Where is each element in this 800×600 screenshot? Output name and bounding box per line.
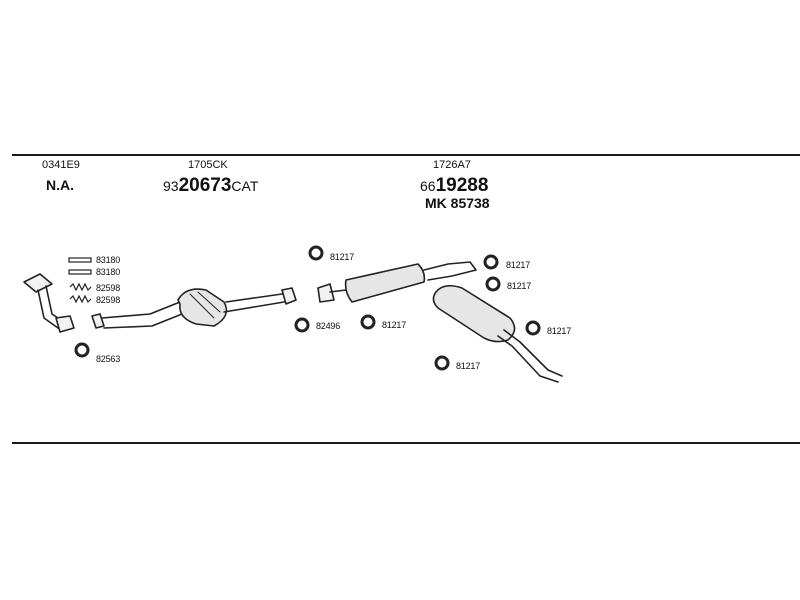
gasket-front-icon bbox=[74, 342, 90, 358]
bolt-label-1: 83180 bbox=[96, 255, 121, 265]
front-pipe-ref: 0341E9 bbox=[42, 159, 80, 171]
rear-silencer bbox=[432, 284, 563, 383]
rear-silencer-ref: 1726A7 bbox=[433, 159, 471, 171]
mounting-kit-code: MK 85738 bbox=[425, 195, 490, 211]
spring-label-1: 82598 bbox=[96, 283, 121, 293]
bolt-icon bbox=[68, 257, 92, 275]
hanger-icon bbox=[360, 314, 376, 330]
hanger-label-c: 81217 bbox=[506, 260, 531, 270]
top-divider bbox=[12, 154, 800, 156]
hanger-label-b: 81217 bbox=[382, 320, 407, 330]
bolt-label-2: 83180 bbox=[96, 267, 121, 277]
catalyst-code-main: 20673 bbox=[178, 175, 232, 196]
hanger-icon bbox=[308, 245, 324, 261]
hanger-icon bbox=[485, 276, 501, 292]
catalyst-code: 9320673CAT bbox=[163, 176, 258, 195]
hanger-icon bbox=[483, 254, 499, 270]
catalyst-ref: 1705CK bbox=[188, 159, 228, 171]
hanger-label-a: 81217 bbox=[330, 252, 355, 262]
ring-cat-icon bbox=[294, 317, 310, 333]
hanger-icon bbox=[525, 320, 541, 336]
hanger-label-d: 81217 bbox=[507, 281, 532, 291]
front-pipe-code: N.A. bbox=[46, 177, 74, 193]
spring-icon bbox=[69, 282, 92, 304]
catalyst-pipe bbox=[91, 287, 297, 329]
spring-label-2: 82598 bbox=[96, 295, 121, 305]
ring-cat-label: 82496 bbox=[316, 321, 341, 331]
hanger-label-f: 81217 bbox=[456, 361, 481, 371]
front-pipe bbox=[23, 273, 75, 333]
catalyst-code-suffix: CAT bbox=[231, 178, 259, 194]
rear-code-prefix: 66 bbox=[420, 178, 436, 194]
bottom-divider bbox=[12, 442, 800, 444]
middle-silencer bbox=[317, 261, 477, 303]
hanger-icon bbox=[434, 355, 450, 371]
rear-code-main: 19288 bbox=[435, 175, 489, 196]
gasket-front-label: 82563 bbox=[96, 354, 121, 364]
catalyst-code-prefix: 93 bbox=[163, 178, 179, 194]
rear-silencer-code: 6619288 bbox=[420, 176, 488, 195]
hanger-label-e: 81217 bbox=[547, 326, 572, 336]
